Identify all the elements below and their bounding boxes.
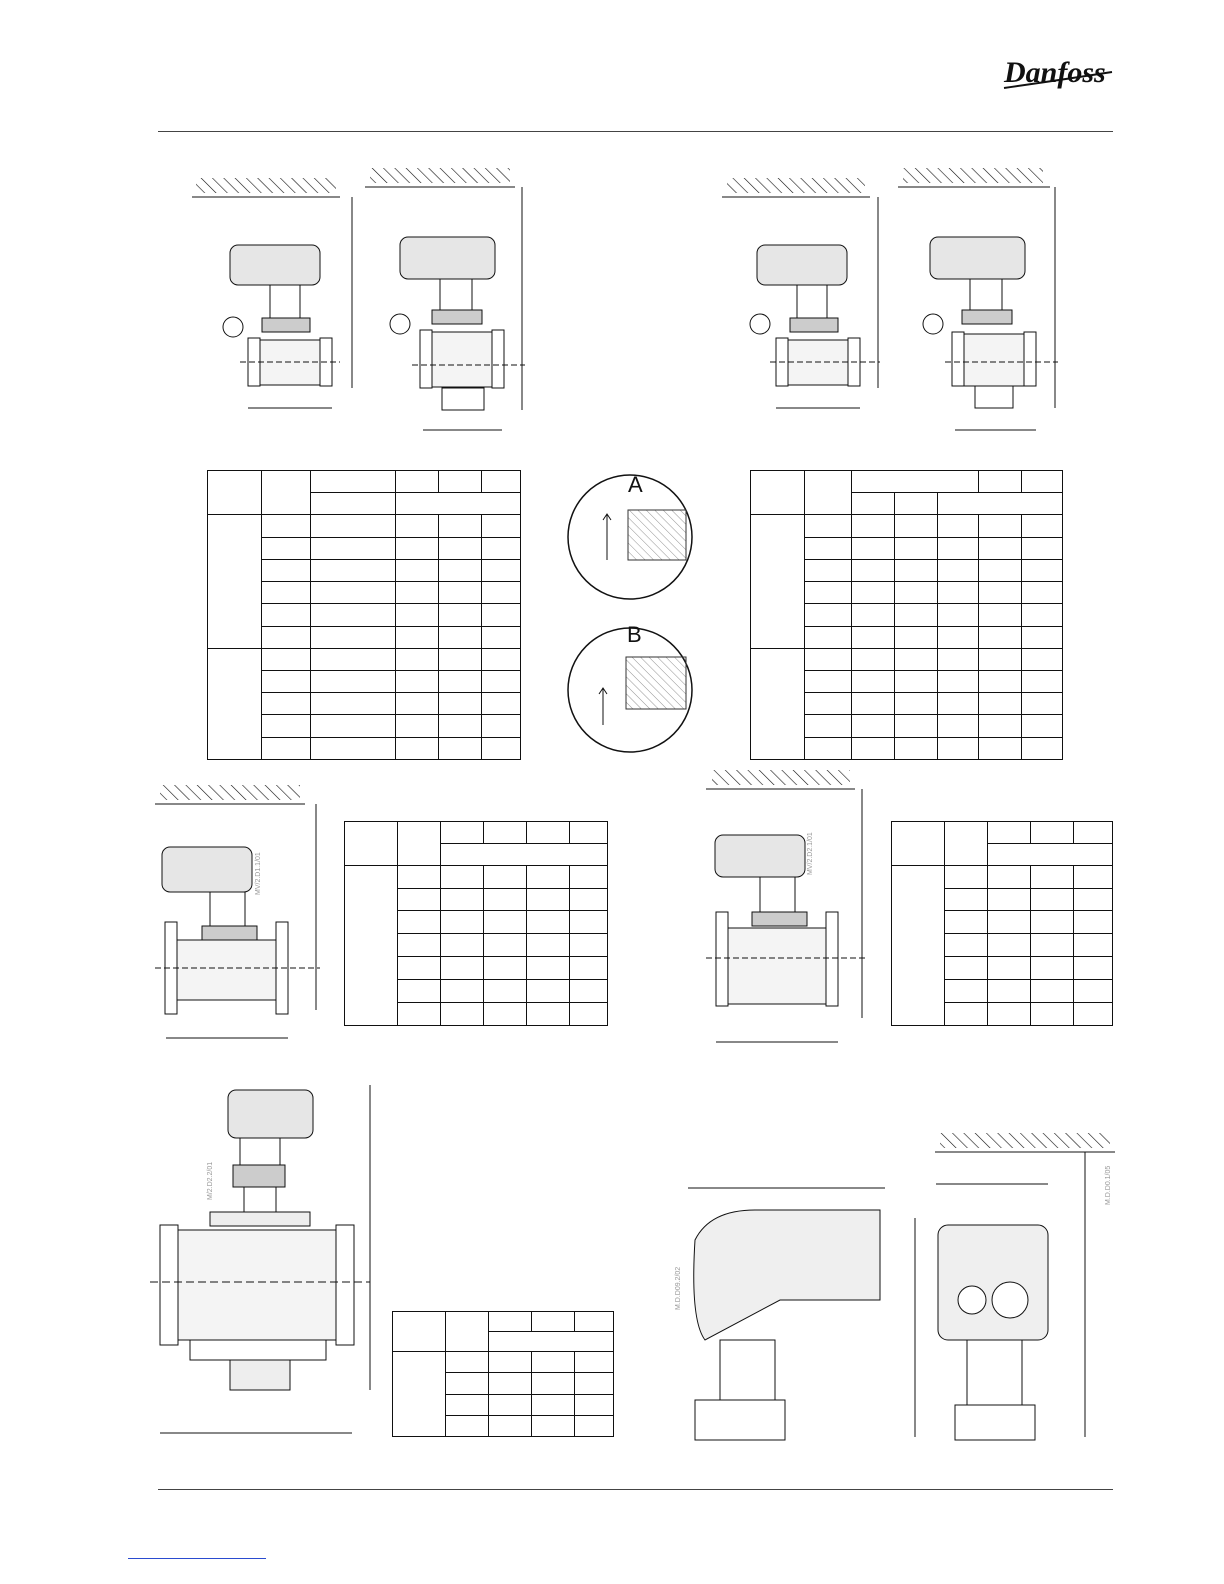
large-valve-drawing: M/2.D2.2/01 [150,1085,371,1434]
detail-view-b: B [567,622,693,753]
dimension-table-4 [891,821,1113,1027]
dimension-table-3 [344,821,608,1027]
detail-view-a: A [567,472,693,600]
detail-b-label: B [627,622,642,647]
flanged-valve-drawing-small: MV/2.D1.1/01 [155,785,320,1039]
danfoss-logo: Danfoss [1000,50,1115,95]
footer-rule [158,1489,1113,1490]
dimension-table-1 [207,469,521,761]
drawing-code-actuator-side: M.D.D09.2/02 [675,1267,682,1310]
valve-drawing-4 [898,168,1058,431]
valve-drawing-3 [722,178,880,409]
drawing-code-large-valve: M/2.D2.2/01 [207,1162,214,1200]
footer-link-underline[interactable] [128,1558,266,1559]
header-rule [158,131,1113,132]
dimension-table-5 [392,1310,614,1438]
valve-drawing-2 [365,168,525,431]
dimension-table-2 [750,469,1063,761]
flanged-valve-drawing-large: MV/2.D2.1/01 [706,770,865,1043]
drawing-code-small: MV/2.D1.1/01 [255,852,262,895]
detail-a-label: A [628,472,643,497]
logo-wordmark: Danfoss [1003,56,1106,89]
drawing-code-large: MV/2.D2.1/01 [807,832,814,875]
actuator-side-drawing: M.D.D09.2/02 [675,1187,916,1441]
drawing-code-actuator-front: M.D.D0.1/05 [1105,1166,1112,1205]
actuator-front-drawing: M.D.D0.1/05 [935,1133,1115,1441]
valve-drawing-1 [192,178,353,409]
